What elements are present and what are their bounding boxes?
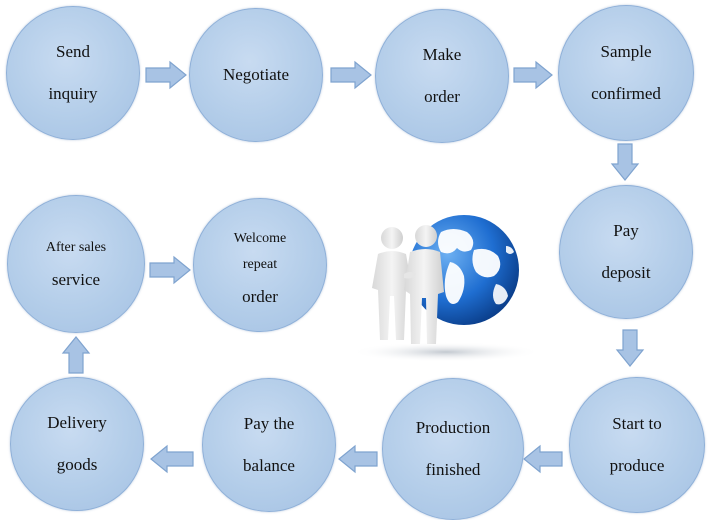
arrow-after-sales-to-welcome xyxy=(149,255,191,285)
arrow-make-order-to-sample xyxy=(513,60,553,90)
step-start-to-produce: Start to produce xyxy=(569,377,705,513)
step-label-line: After sales xyxy=(45,239,107,255)
person-left-icon xyxy=(372,227,412,340)
step-sample-confirmed: Sample confirmed xyxy=(558,5,694,141)
person-right-icon xyxy=(404,225,444,344)
step-label-line: confirmed xyxy=(591,83,661,103)
step-pay-deposit: Pay deposit xyxy=(559,185,693,319)
step-label-line: Negotiate xyxy=(222,64,290,84)
step-make-order: Make order xyxy=(375,9,509,143)
step-label-line: Make xyxy=(422,44,462,64)
step-label-line: order xyxy=(242,286,278,306)
step-delivery-goods: Delivery goods xyxy=(10,377,144,511)
step-label-line: Sample xyxy=(600,41,652,61)
step-label-line: finished xyxy=(425,459,481,479)
step-label-line: goods xyxy=(56,454,98,474)
step-welcome-repeat-order: Welcome repeat order xyxy=(193,198,327,332)
business-handshake-globe-icon xyxy=(351,215,541,362)
arrow-production-to-pay-balance xyxy=(338,444,378,474)
step-label-line: service xyxy=(51,269,101,289)
step-label-line: deposit xyxy=(601,262,651,282)
step-label-line: order xyxy=(424,86,460,106)
step-label-line: inquiry xyxy=(48,83,98,103)
step-label-line: Welcome xyxy=(233,230,287,246)
step-negotiate: Negotiate xyxy=(189,8,323,142)
step-label-line: Send xyxy=(56,41,90,61)
arrow-negotiate-to-make-order xyxy=(330,60,372,90)
step-send-inquiry: Send inquiry xyxy=(6,6,140,140)
step-label-line: balance xyxy=(243,455,295,475)
step-label-line: Production xyxy=(415,417,491,437)
step-label-line: Start to xyxy=(612,413,662,433)
arrow-pay-balance-to-delivery xyxy=(150,444,194,474)
arrow-send-to-negotiate xyxy=(145,60,187,90)
step-label-line: Delivery xyxy=(47,412,107,432)
step-label-line: repeat xyxy=(242,256,278,272)
step-pay-the-balance: Pay the balance xyxy=(202,378,336,512)
step-label-line: produce xyxy=(609,455,665,475)
step-after-sales-service: After sales service xyxy=(7,195,145,333)
arrow-delivery-to-after-sales xyxy=(61,336,91,374)
arrow-sample-to-pay-deposit xyxy=(610,143,640,181)
step-label-line: Pay xyxy=(613,220,639,240)
step-production-finished: Production finished xyxy=(382,378,524,520)
arrow-start-to-production xyxy=(523,444,563,474)
step-label-line: Pay the xyxy=(243,413,295,433)
arrow-pay-deposit-to-start xyxy=(615,329,645,367)
